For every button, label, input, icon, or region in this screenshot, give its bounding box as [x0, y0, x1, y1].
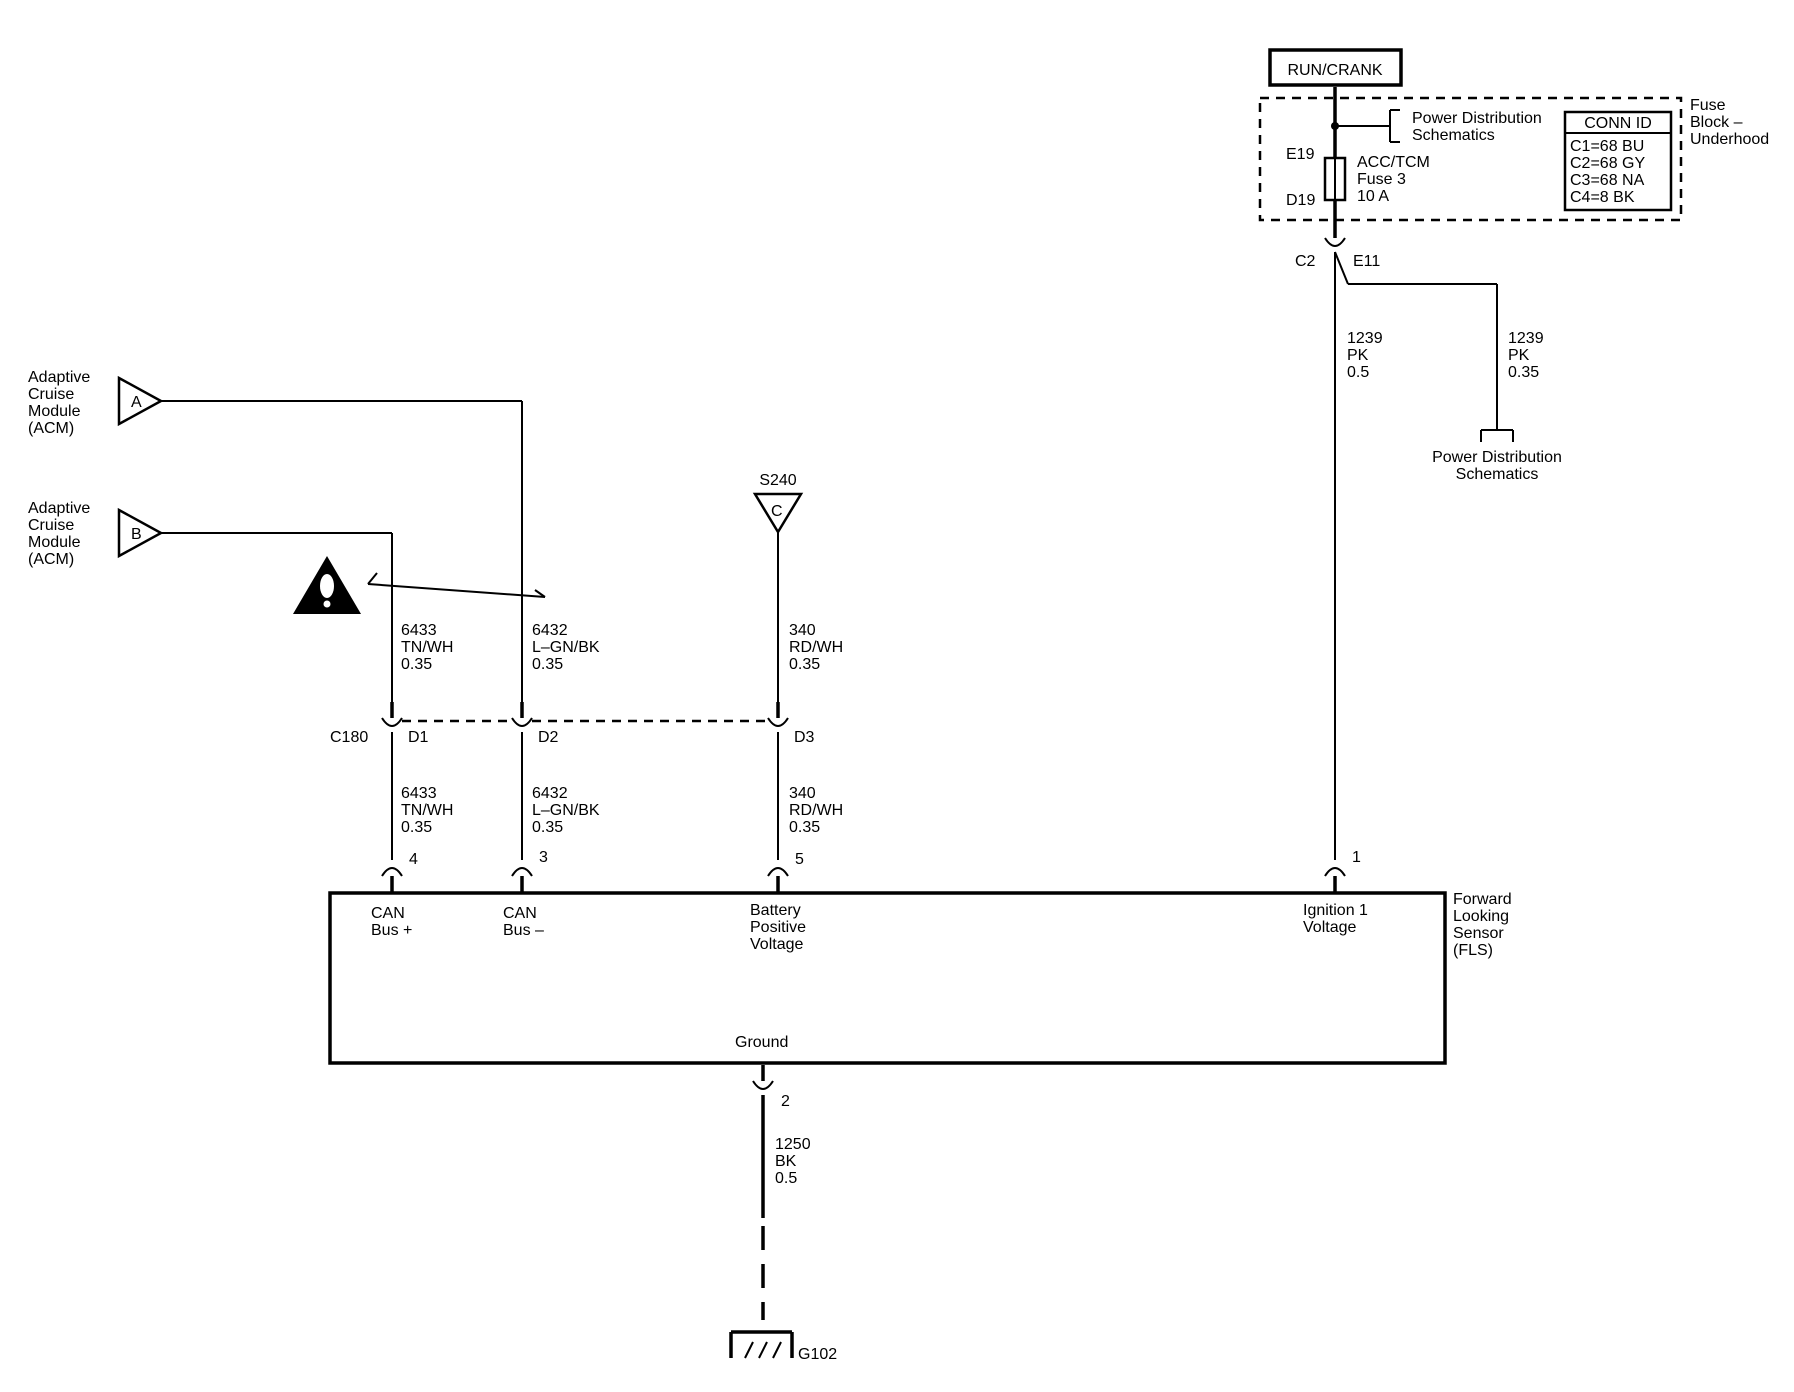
svg-text:0.35: 0.35: [789, 656, 820, 673]
svg-text:(ACM): (ACM): [28, 551, 74, 568]
ground-wire-line-2: BK: [775, 1153, 797, 1170]
wire-1239-main-line-3: 0.5: [1347, 364, 1369, 381]
svg-text:RUN/CRANK: RUN/CRANK: [1287, 62, 1382, 79]
fls-pin-2: 2: [781, 1093, 790, 1110]
fls-name-3: Sensor: [1453, 925, 1504, 942]
svg-text:Positive: Positive: [750, 919, 806, 936]
run-crank-label: RUN/CRANK: [1268, 48, 1403, 87]
svg-text:0.35: 0.35: [532, 819, 563, 836]
svg-text:340: 340: [789, 622, 816, 639]
wire-1239-branch-line-2: PK: [1508, 347, 1530, 364]
fls-can-minus-label: CAN: [503, 905, 537, 922]
svg-text:(ACM): (ACM): [28, 420, 74, 437]
fls-ignition-label: Ignition 1: [1303, 902, 1368, 919]
fuse-block-name-3: Underhood: [1690, 131, 1769, 148]
svg-text:6433: 6433: [401, 622, 437, 639]
fls-pin-connectors: 4 3 5 1: [381, 849, 1361, 893]
svg-text:RD/WH: RD/WH: [789, 639, 843, 656]
fls-battery-label: Battery: [750, 902, 801, 919]
svg-text:TN/WH: TN/WH: [401, 802, 453, 819]
conn-id-row: C1=68 BU: [1570, 138, 1644, 155]
s240-letter: C: [771, 503, 783, 520]
svg-text:340: 340: [789, 785, 816, 802]
svg-text:0.35: 0.35: [789, 819, 820, 836]
svg-text:Cruise: Cruise: [28, 386, 74, 403]
svg-text:0.35: 0.35: [401, 656, 432, 673]
acm-a-letter: A: [131, 394, 142, 411]
fls-ground-label: Ground: [735, 1034, 788, 1051]
warning-triangle-icon: [293, 556, 361, 614]
svg-text:L–GN/BK: L–GN/BK: [532, 639, 600, 656]
svg-text:Bus –: Bus –: [503, 922, 544, 939]
svg-text:0.35: 0.35: [532, 656, 563, 673]
conn-id-row: C2=68 GY: [1570, 155, 1645, 172]
svg-text:0.35: 0.35: [401, 819, 432, 836]
wire-1239-branch-line-1: 1239: [1508, 330, 1544, 347]
acm-a-reference: Adaptive Cruise Module (ACM) A: [28, 369, 164, 437]
s240-label: S240: [759, 472, 796, 489]
c180-label: C180: [330, 729, 368, 746]
svg-text:Adaptive: Adaptive: [28, 369, 90, 386]
conn-id-row: C3=68 NA: [1570, 172, 1645, 189]
conn-id-header: CONN ID: [1584, 115, 1652, 132]
svg-text:Schematics: Schematics: [1456, 466, 1539, 483]
fls-name-4: (FLS): [1453, 942, 1493, 959]
ground-wire-line-1: 1250: [775, 1136, 811, 1153]
c2-connector: C2 E11: [1295, 237, 1380, 270]
svg-text:Module: Module: [28, 534, 81, 551]
acm-b-letter: B: [131, 526, 142, 543]
c180-connector: C180 D1 D2 D3: [330, 702, 815, 746]
svg-text:Module: Module: [28, 403, 81, 420]
fuse-block-underhood: Fuse Block – Underhood Power Distributio…: [1258, 87, 1769, 238]
power-distribution-reference: Power Distribution Schematics: [1432, 429, 1562, 483]
fuse-block-name-2: Block –: [1690, 114, 1743, 131]
ground-point-label: G102: [798, 1346, 837, 1363]
svg-text:Voltage: Voltage: [1303, 919, 1356, 936]
fls-pin-3: 3: [539, 849, 548, 866]
s240-splice: S240 C: [752, 472, 804, 535]
fuse-label-3: 10 A: [1357, 188, 1389, 205]
forward-looking-sensor: Forward Looking Sensor (FLS) CAN Bus + C…: [328, 891, 1512, 1065]
svg-text:Cruise: Cruise: [28, 517, 74, 534]
svg-text:6432: 6432: [532, 622, 568, 639]
fls-name-1: Forward: [1453, 891, 1512, 908]
svg-text:6433: 6433: [401, 785, 437, 802]
svg-text:Power Distribution: Power Distribution: [1432, 449, 1562, 466]
conn-id-row: C4=8 BK: [1570, 189, 1635, 206]
fls-pin-5: 5: [795, 851, 804, 868]
c180-pin-d3: D3: [794, 729, 815, 746]
c180-pin-d2: D2: [538, 729, 559, 746]
fuse-ref-line-1: Power Distribution: [1412, 110, 1542, 127]
ground-wire-line-3: 0.5: [775, 1170, 797, 1187]
svg-text:6432: 6432: [532, 785, 568, 802]
wire-1239-branch-line-3: 0.35: [1508, 364, 1539, 381]
e11-label: E11: [1353, 253, 1380, 270]
svg-text:L–GN/BK: L–GN/BK: [532, 802, 600, 819]
svg-text:RD/WH: RD/WH: [789, 802, 843, 819]
conn-id-table: CONN ID C1=68 BU C2=68 GY C3=68 NA C4=8 …: [1563, 110, 1673, 212]
fuse-ref-line-2: Schematics: [1412, 127, 1495, 144]
fls-pin-4: 4: [409, 851, 418, 868]
fls-name-2: Looking: [1453, 908, 1509, 925]
svg-text:Voltage: Voltage: [750, 936, 803, 953]
wire-1239-main-line-1: 1239: [1347, 330, 1383, 347]
twisted-pair-arrow: [367, 572, 546, 598]
fls-can-plus-label: CAN: [371, 905, 405, 922]
c2-label: C2: [1295, 253, 1316, 270]
fuse-pin-top: E19: [1286, 146, 1315, 163]
svg-text:Bus +: Bus +: [371, 922, 412, 939]
svg-text:TN/WH: TN/WH: [401, 639, 453, 656]
svg-text:Adaptive: Adaptive: [28, 500, 90, 517]
fuse-label-2: Fuse 3: [1357, 171, 1406, 188]
fuse-block-name-1: Fuse: [1690, 97, 1726, 114]
fuse-label-1: ACC/TCM: [1357, 154, 1430, 171]
ground-symbol-icon: G102: [729, 1330, 837, 1363]
acm-b-reference: Adaptive Cruise Module (ACM) B: [28, 500, 164, 568]
fls-pin-1: 1: [1352, 849, 1361, 866]
c180-pin-d1: D1: [408, 729, 429, 746]
wire-1239-main-line-2: PK: [1347, 347, 1369, 364]
fuse-pin-bottom: D19: [1286, 192, 1315, 209]
